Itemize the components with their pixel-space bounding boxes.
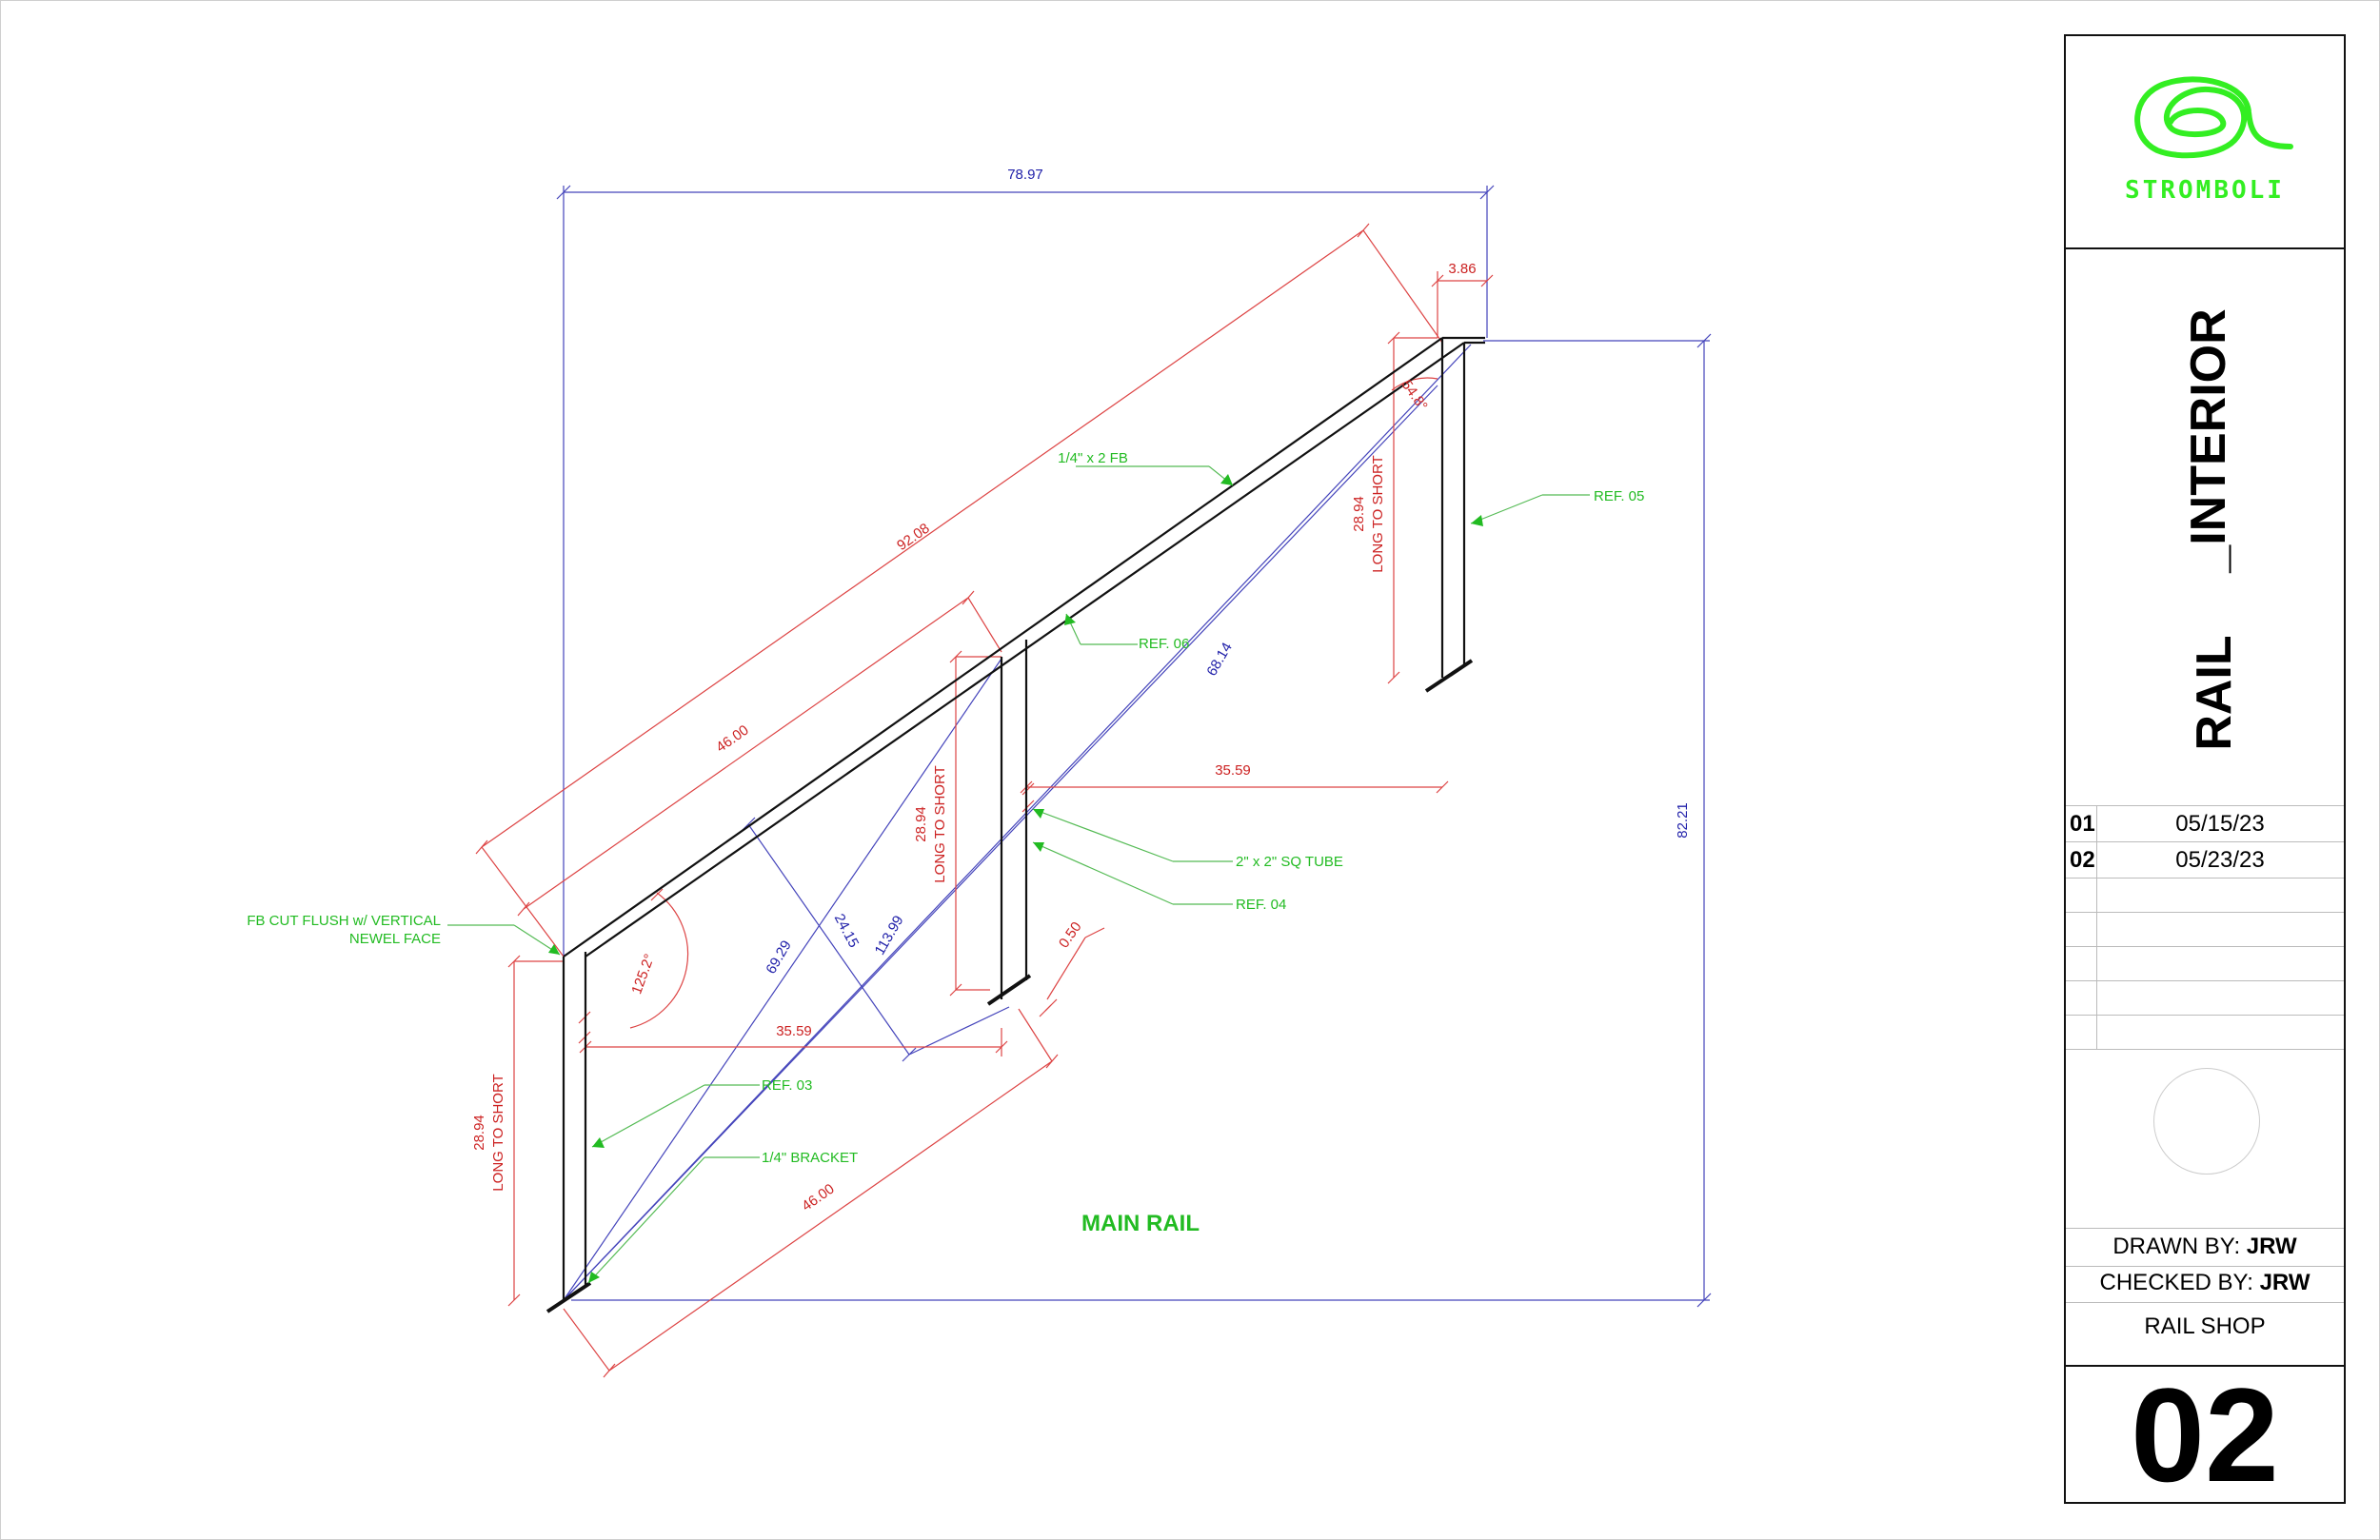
revision-row-divider — [2066, 946, 2344, 947]
callout-ref-04: REF. 04 — [1236, 897, 1286, 913]
checked-by-value: JRW — [2259, 1270, 2311, 1295]
revision-column-divider — [2096, 805, 2097, 1049]
logo-text: STROMBOLI — [2125, 176, 2285, 205]
revision-date: 05/23/23 — [2175, 847, 2265, 873]
sheet-number: 02 — [2131, 1360, 2279, 1510]
dim-78-97: 78.97 — [1007, 167, 1043, 183]
dim-right-post-height: 28.94 — [1351, 496, 1367, 532]
dim-92-08: 92.08 — [894, 521, 933, 554]
dim-3-86: 3.86 — [1448, 261, 1476, 277]
shop-name: RAIL SHOP — [2144, 1313, 2266, 1339]
dim-46-00-top: 46.00 — [713, 722, 752, 756]
logo-divider — [2066, 247, 2344, 249]
red-dimensions — [475, 223, 1494, 1378]
revision-row-divider — [2066, 1015, 2344, 1016]
revision-row-divider — [2066, 841, 2344, 842]
revision-number: 01 — [2070, 811, 2095, 837]
revision-divider — [2066, 805, 2344, 806]
stromboli-swirl-icon: STROMBOLI — [2125, 76, 2293, 205]
dim-24-15: 24.15 — [831, 911, 863, 950]
middle-bracket — [986, 974, 1032, 1006]
dim-35-59-lower: 35.59 — [776, 1023, 812, 1039]
dim-line-69-29 — [563, 658, 1002, 1301]
callout-ref-03: REF. 03 — [762, 1077, 812, 1094]
callout-fb-cut-line1: FB CUT FLUSH w/ VERTICAL — [247, 913, 441, 929]
callout-bracket: 1/4" BRACKET — [762, 1150, 858, 1166]
callout-leaders — [447, 465, 1590, 1284]
checked-by: CHECKED BY: JRW — [2066, 1270, 2344, 1296]
dim-46-00-bottom: 46.00 — [799, 1181, 838, 1214]
callout-fb-cut-line2: NEWEL FACE — [349, 931, 441, 947]
dim-113-99: 113.99 — [872, 913, 907, 958]
drawn-by-label: DRAWN BY: — [2112, 1234, 2241, 1259]
callout-ref-06: REF. 06 — [1139, 636, 1189, 652]
dim-left-post-height: 28.94 — [471, 1115, 487, 1151]
dim-middle-post-note: LONG TO SHORT — [932, 765, 948, 882]
meta-divider — [2066, 1266, 2344, 1267]
revision-date: 05/15/23 — [2175, 811, 2265, 837]
view-title: MAIN RAIL — [1081, 1211, 1200, 1236]
dim-68-14: 68.14 — [1203, 640, 1235, 679]
dim-line-24-15 — [747, 823, 910, 1056]
revision-row-divider — [2066, 1049, 2344, 1050]
dim-right-post-note: LONG TO SHORT — [1370, 455, 1386, 572]
meta-divider — [2066, 1302, 2344, 1303]
callout-ref-05: REF. 05 — [1594, 488, 1644, 504]
dim-35-59-upper: 35.59 — [1215, 762, 1251, 779]
left-bracket — [545, 1281, 592, 1313]
dim-angle-54-8: 54.8° — [1398, 377, 1431, 414]
dim-line-113-99 — [563, 344, 1472, 1301]
dim-middle-post-height: 28.94 — [913, 806, 929, 842]
title-block: STROMBOLI _INTERIOR RAIL 01 05/15/23 02 … — [2064, 34, 2346, 1504]
sheet-number-divider — [2066, 1365, 2344, 1367]
revision-row-divider — [2066, 912, 2344, 913]
revision-number: 02 — [2070, 847, 2095, 873]
callout-flat-bar: 1/4" x 2 FB — [1058, 450, 1128, 466]
sheet-title-line2: RAIL — [2187, 635, 2242, 751]
main-rail-geometry — [545, 336, 1485, 1313]
approval-stamp-circle — [2153, 1068, 2260, 1175]
revision-row-divider — [2066, 878, 2344, 879]
company-logo: STROMBOLI — [2066, 36, 2344, 247]
dim-0-50: 0.50 — [1056, 919, 1085, 952]
drawn-by: DRAWN BY: JRW — [2066, 1234, 2344, 1260]
drawn-by-value: JRW — [2246, 1234, 2297, 1259]
sheet-title-line1: _INTERIOR — [2181, 308, 2236, 573]
top-flat-bar — [563, 337, 1443, 958]
revision-row: 02 05/23/23 — [2066, 843, 2344, 878]
right-bracket — [1424, 659, 1474, 693]
dim-82-21: 82.21 — [1675, 802, 1691, 839]
dim-angle-125-2: 125.2° — [628, 952, 658, 997]
dim-69-29: 69.29 — [763, 938, 794, 977]
dim-left-post-note: LONG TO SHORT — [490, 1074, 506, 1191]
blue-dimensions — [556, 185, 1712, 1308]
revision-row: 01 05/15/23 — [2066, 807, 2344, 841]
callout-sq-tube: 2" x 2" SQ TUBE — [1236, 854, 1343, 870]
meta-divider — [2066, 1228, 2344, 1229]
revision-row-divider — [2066, 980, 2344, 981]
checked-by-label: CHECKED BY: — [2099, 1270, 2253, 1295]
